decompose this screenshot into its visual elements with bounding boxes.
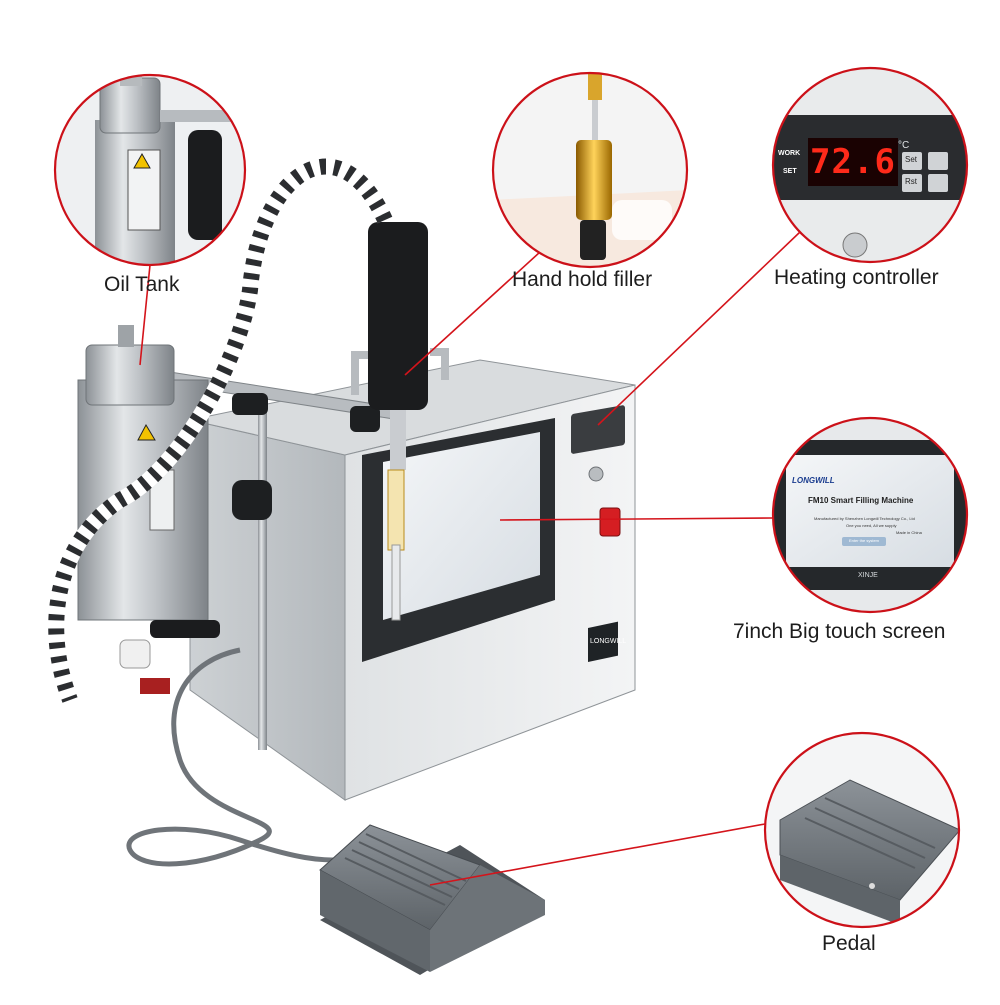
heating-controller-label: Heating controller — [774, 266, 939, 289]
heating-controller-detail — [771, 66, 969, 264]
controller-set-button: Set — [905, 155, 918, 164]
oil-tank-leader — [139, 264, 151, 366]
oil-tank-label: Oil Tank — [104, 273, 180, 296]
pedal-detail — [763, 731, 961, 929]
filling-machine: LONGWILL — [48, 158, 636, 867]
pedal-main — [319, 824, 545, 975]
pedal-label: Pedal — [822, 932, 876, 955]
touch-screen-detail — [771, 416, 969, 614]
controller-leader — [597, 231, 801, 426]
hand-hold-filler-label: Hand hold filler — [512, 268, 653, 291]
nameplate-text: LONGWILL — [590, 638, 626, 645]
temperature-value: 72.6 — [810, 142, 896, 182]
controller-rst-button: Rst — [905, 177, 917, 186]
screen-leader — [499, 517, 774, 521]
screen-title: FM10 Smart Filling Machine — [808, 496, 914, 505]
screen-origin: Made in China — [896, 530, 922, 535]
pedal-leader — [429, 823, 766, 886]
screen-brand: LONGWILL — [792, 476, 835, 485]
oil-tank-detail — [53, 73, 247, 267]
touch-screen-ui: LONGWILL FM10 Smart Filling Machine Manu… — [786, 456, 954, 566]
screen-tagline: One you need, All we supply — [846, 523, 897, 528]
screen-manufacturer: Manufactured by Shenzhen Longwill Techno… — [814, 516, 915, 521]
work-label: WORK — [778, 150, 801, 157]
controller-led-readout: 72.6 — [810, 140, 896, 184]
set-label: SET — [783, 168, 797, 175]
enter-system-button: Enter the system — [848, 538, 879, 543]
filler-leader — [404, 251, 541, 376]
hand-hold-filler-detail — [491, 71, 689, 269]
temperature-unit: °C — [898, 140, 910, 151]
touch-screen-label: 7inch Big touch screen — [733, 620, 946, 643]
bezel-brand: XINJE — [858, 572, 878, 579]
